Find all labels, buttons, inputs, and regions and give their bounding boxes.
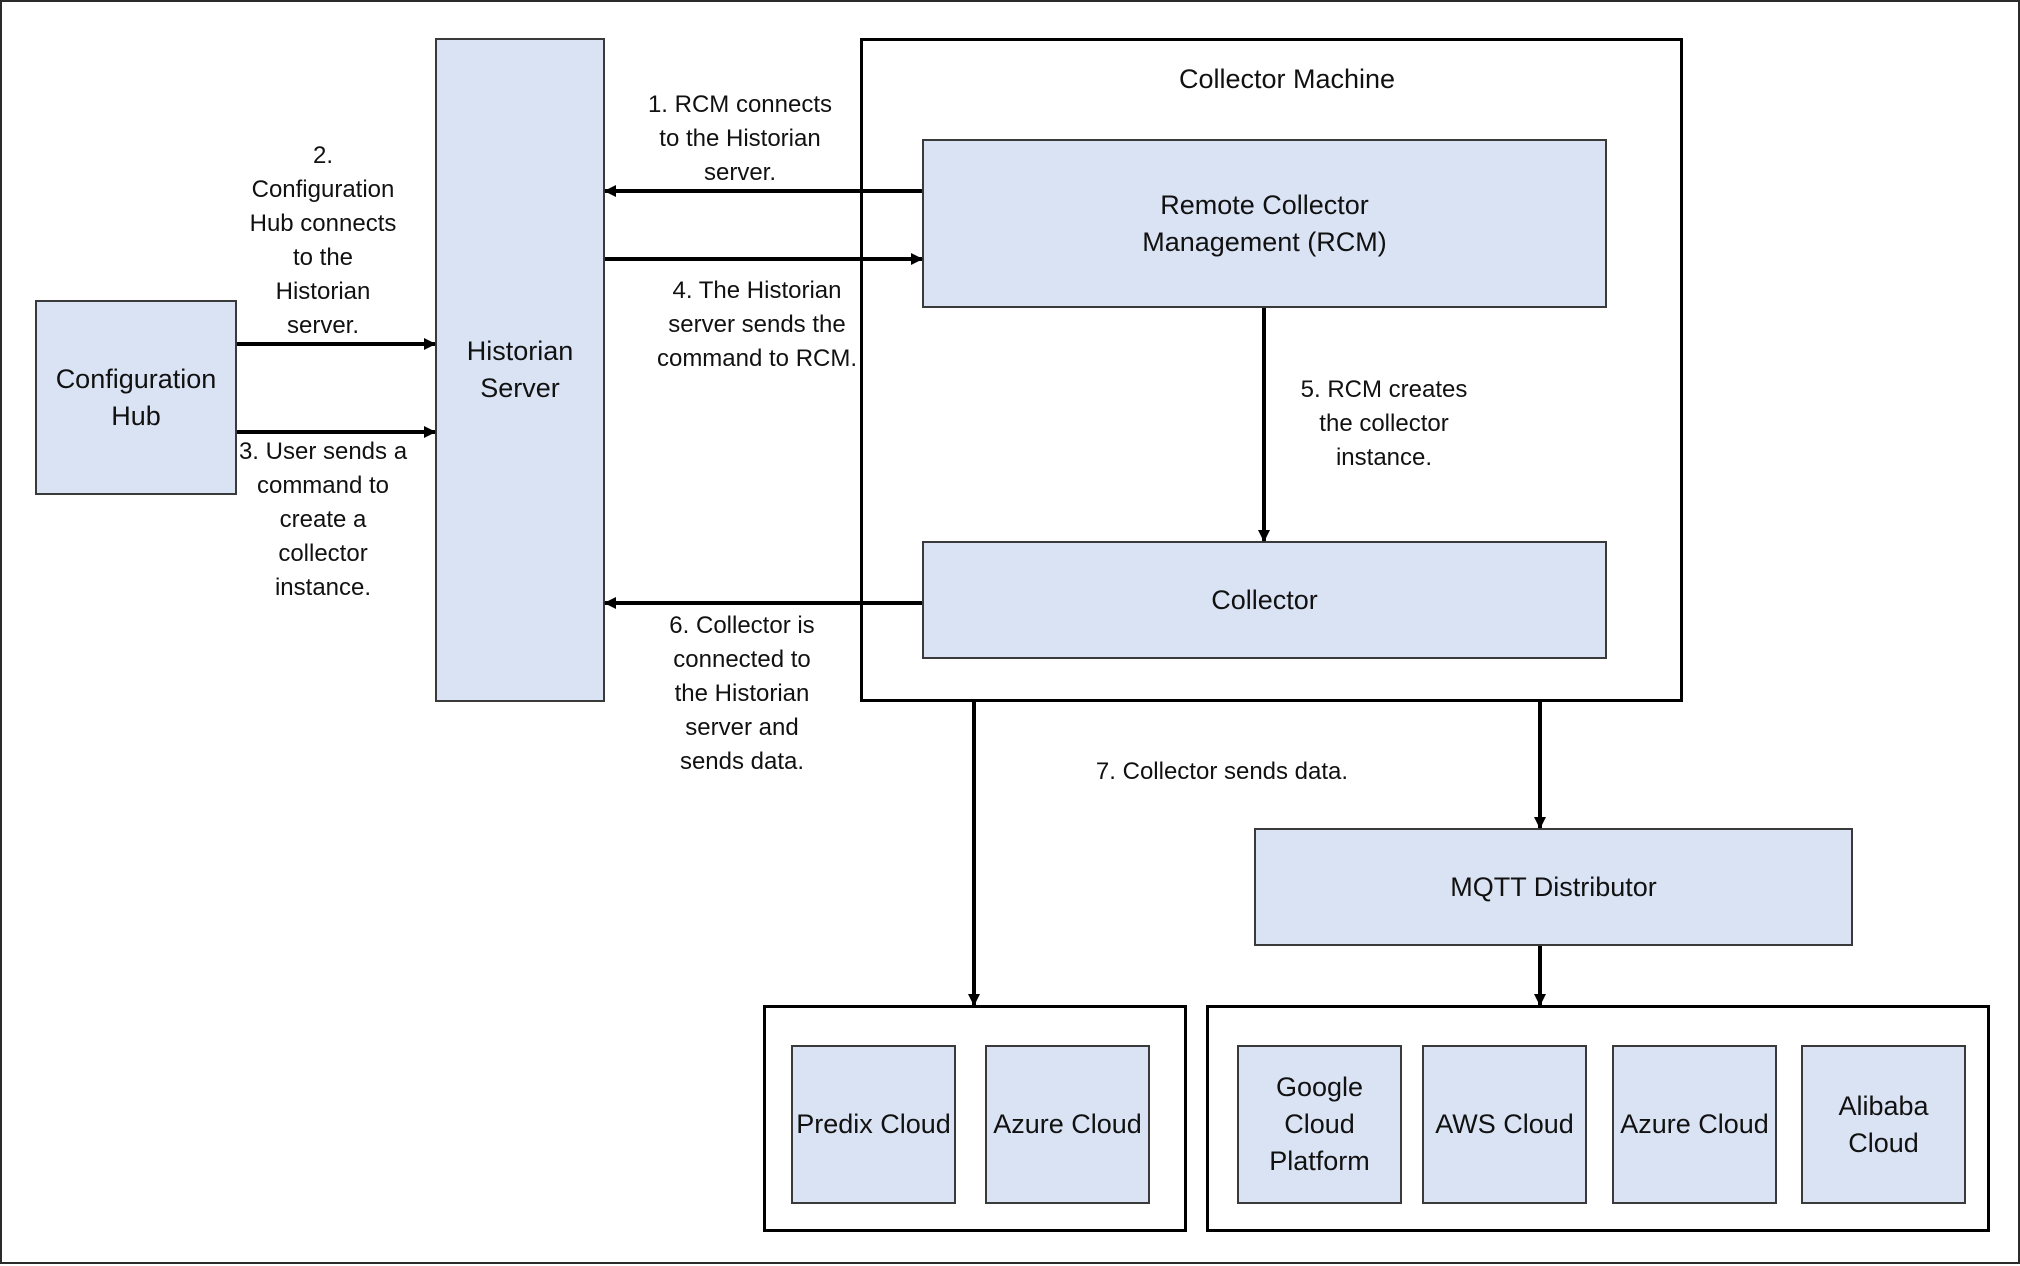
- mqtt-distributor-node: MQTT Distributor: [1254, 828, 1853, 946]
- step6-label: 6. Collector is connected to the Histori…: [669, 612, 815, 775]
- historian-server-label: Historian Server: [466, 336, 574, 403]
- step2-label: 2. Configuration Hub connects to the His…: [249, 142, 397, 339]
- collector-node: Collector: [922, 541, 1607, 659]
- aws-cloud-label: AWS Cloud: [1435, 1109, 1574, 1139]
- configuration-hub-node: Configuration Hub: [35, 300, 237, 495]
- mqtt-distributor-label: MQTT Distributor: [1450, 871, 1657, 902]
- step3-label: 3. User sends a command to create a coll…: [238, 438, 408, 601]
- azure-cloud-direct-node: Azure Cloud: [985, 1045, 1150, 1204]
- step1-label: 1. RCM connects to the Historian server.: [647, 91, 833, 186]
- azure-cloud-direct-label: Azure Cloud: [993, 1109, 1142, 1139]
- collector-label: Collector: [1211, 584, 1318, 615]
- configuration-hub-label: Configuration Hub: [55, 363, 217, 431]
- aws-cloud-node: AWS Cloud: [1422, 1045, 1587, 1204]
- google-cloud-node: Google Cloud Platform: [1237, 1045, 1402, 1204]
- alibaba-cloud-label: Alibaba Cloud: [1838, 1090, 1929, 1158]
- azure-cloud-mqtt-node: Azure Cloud: [1612, 1045, 1777, 1204]
- alibaba-cloud-node: Alibaba Cloud: [1801, 1045, 1966, 1204]
- rcm-node: Remote Collector Management (RCM): [922, 139, 1607, 308]
- rcm-label: Remote Collector Management (RCM): [1142, 189, 1387, 257]
- step5-label: 5. RCM creates the collector instance.: [1300, 376, 1468, 471]
- step7-label: 7. Collector sends data.: [1095, 758, 1349, 785]
- step4-label: 4. The Historian server sends the comman…: [656, 277, 858, 372]
- predix-cloud-node: Predix Cloud: [791, 1045, 956, 1204]
- historian-server-node: Historian Server: [435, 38, 605, 702]
- collector-machine-label: Collector Machine: [1178, 64, 1396, 94]
- azure-cloud-mqtt-label: Azure Cloud: [1620, 1109, 1769, 1139]
- predix-cloud-label: Predix Cloud: [796, 1109, 951, 1139]
- google-cloud-label: Google Cloud Platform: [1269, 1072, 1370, 1176]
